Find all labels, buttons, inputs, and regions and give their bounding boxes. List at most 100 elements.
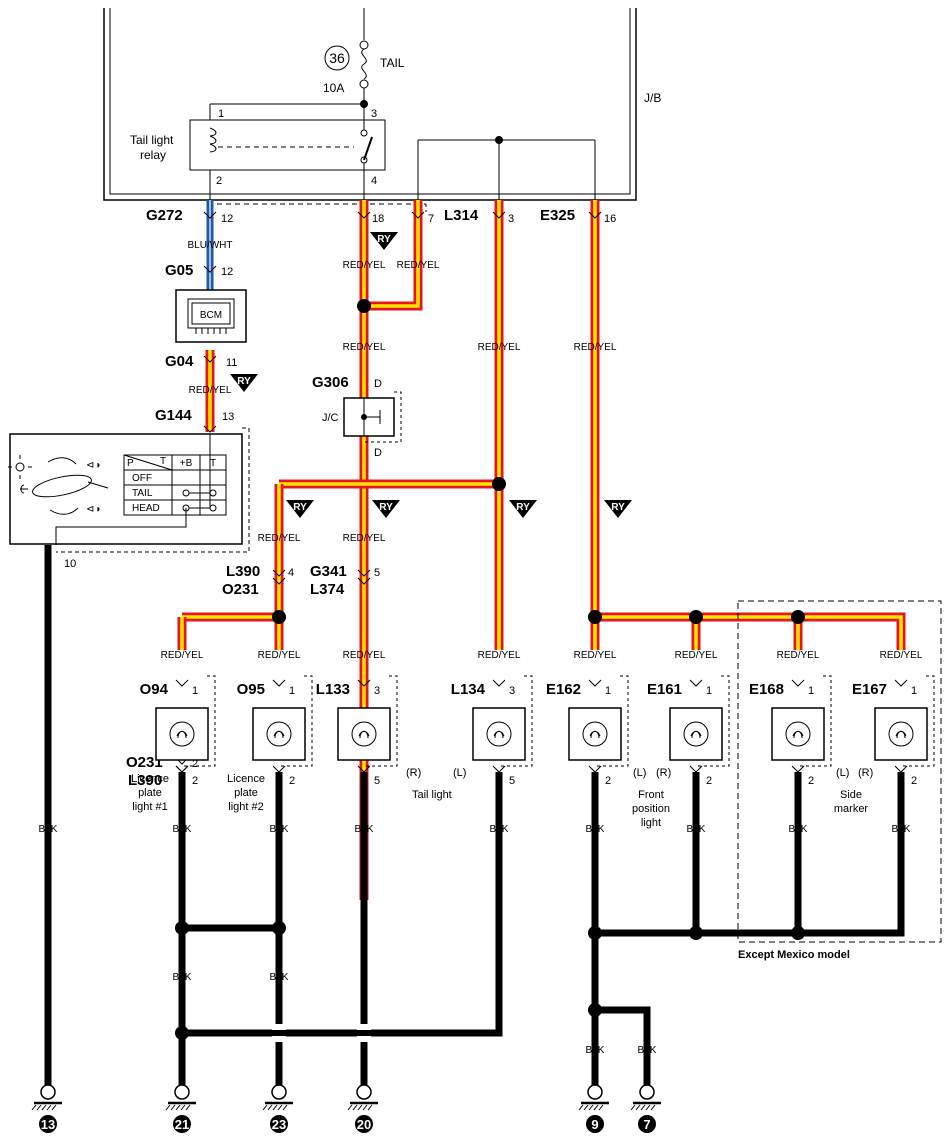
- ground-9: 9: [578, 1084, 609, 1133]
- svg-text:5: 5: [374, 775, 380, 787]
- svg-text:(L): (L): [633, 767, 646, 779]
- junction-block: J/B 36 TAIL 10A 1 3 2 4 Tail light relay: [103, 8, 661, 201]
- svg-text:BLK: BLK: [638, 1045, 657, 1056]
- svg-text:(R): (R): [858, 767, 873, 779]
- svg-text:RED/YEL: RED/YEL: [880, 650, 923, 661]
- svg-text:10: 10: [64, 558, 76, 570]
- lamp-l134: L134 3 5: [451, 675, 533, 787]
- svg-text:7: 7: [428, 213, 434, 225]
- svg-text:D: D: [374, 447, 382, 459]
- lamp-id: E162: [546, 681, 581, 698]
- svg-text:T: T: [210, 458, 216, 469]
- svg-text:12: 12: [221, 266, 233, 278]
- conn-g05: G05: [165, 262, 193, 279]
- svg-text:(L): (L): [836, 767, 849, 779]
- svg-text:D: D: [374, 378, 382, 390]
- svg-text:P: P: [127, 458, 134, 469]
- ground-13: 13: [31, 1084, 62, 1133]
- ground-20: 20: [347, 1084, 378, 1133]
- conn-g272: G272: [146, 207, 183, 224]
- svg-text:Front: Front: [638, 789, 664, 801]
- svg-text:TAIL: TAIL: [132, 488, 153, 499]
- svg-text:RY: RY: [377, 234, 391, 245]
- svg-text:light: light: [641, 817, 661, 829]
- conn-l374: L374: [310, 581, 345, 598]
- lamp-id: O94: [140, 681, 169, 698]
- svg-text:RED/YEL: RED/YEL: [675, 650, 718, 661]
- conn-l390-bot: L390: [128, 772, 162, 789]
- svg-text:2: 2: [216, 175, 222, 187]
- svg-text:16: 16: [604, 213, 616, 225]
- svg-text:5: 5: [509, 775, 515, 787]
- svg-text:OFF: OFF: [132, 473, 152, 484]
- svg-text:HEAD: HEAD: [132, 503, 160, 514]
- svg-text:12: 12: [221, 213, 233, 225]
- tail-icon: ⊲◑: [86, 504, 100, 515]
- fuse-amp: 10A: [323, 81, 344, 95]
- svg-text:RED/YEL: RED/YEL: [574, 650, 617, 661]
- conn-l390-top: L390: [226, 563, 260, 580]
- svg-text:2: 2: [192, 775, 198, 787]
- relay-label-2: relay: [140, 148, 166, 162]
- svg-text:RED/YEL: RED/YEL: [343, 533, 386, 544]
- lamp-id: L134: [451, 681, 486, 698]
- svg-text:1: 1: [218, 108, 224, 120]
- svg-text:RED/YEL: RED/YEL: [189, 385, 232, 396]
- svg-text:18: 18: [372, 213, 384, 225]
- lamp-id: L133: [316, 681, 350, 698]
- svg-text:BLK: BLK: [270, 972, 289, 983]
- svg-text:(R): (R): [656, 767, 671, 779]
- svg-text:23: 23: [272, 1117, 286, 1132]
- lamp-id: O95: [237, 681, 265, 698]
- svg-text:RED/YEL: RED/YEL: [258, 650, 301, 661]
- switch-icons: [8, 455, 109, 515]
- svg-text:BLK: BLK: [270, 824, 289, 835]
- svg-text:Licence: Licence: [227, 773, 265, 785]
- relay-label-1: Tail light: [130, 133, 174, 147]
- svg-text:3: 3: [509, 685, 515, 697]
- conn-g04: G04: [165, 353, 194, 370]
- svg-text:RED/YEL: RED/YEL: [343, 650, 386, 661]
- light-switch: [9, 433, 243, 545]
- ground-23: 23: [262, 1084, 293, 1133]
- svg-text:4: 4: [371, 175, 377, 187]
- conn-e325: E325: [540, 207, 575, 224]
- svg-text:RED/YEL: RED/YEL: [574, 342, 617, 353]
- connector-marks: [175, 211, 602, 773]
- svg-text:7: 7: [643, 1117, 650, 1132]
- fuse-number: 36: [329, 50, 345, 66]
- svg-text:3: 3: [508, 213, 514, 225]
- svg-text:1: 1: [605, 685, 611, 697]
- svg-text:1: 1: [911, 685, 917, 697]
- svg-text:9: 9: [591, 1117, 598, 1132]
- svg-text:marker: marker: [834, 803, 869, 815]
- svg-text:RED/YEL: RED/YEL: [161, 650, 204, 661]
- svg-text:BLK: BLK: [490, 824, 509, 835]
- svg-text:BLK: BLK: [39, 824, 58, 835]
- conn-g144: G144: [155, 407, 192, 424]
- svg-text:4: 4: [288, 567, 294, 579]
- conn-l314: L314: [444, 207, 479, 224]
- svg-text:2: 2: [289, 775, 295, 787]
- black-wires: [44, 545, 905, 1090]
- svg-text:13: 13: [41, 1117, 55, 1132]
- svg-text:5: 5: [374, 567, 380, 579]
- svg-text:3: 3: [371, 108, 377, 120]
- except-mexico-box: [737, 600, 942, 943]
- svg-text:(R): (R): [406, 767, 421, 779]
- conn-o231-top: O231: [222, 581, 259, 598]
- lamp-id: E167: [852, 681, 887, 698]
- red-yellow-wires: [177, 200, 906, 900]
- conn-g306: G306: [312, 374, 349, 391]
- svg-text:(L): (L): [453, 767, 466, 779]
- svg-text:BLK: BLK: [586, 824, 605, 835]
- svg-text:plate: plate: [138, 787, 162, 799]
